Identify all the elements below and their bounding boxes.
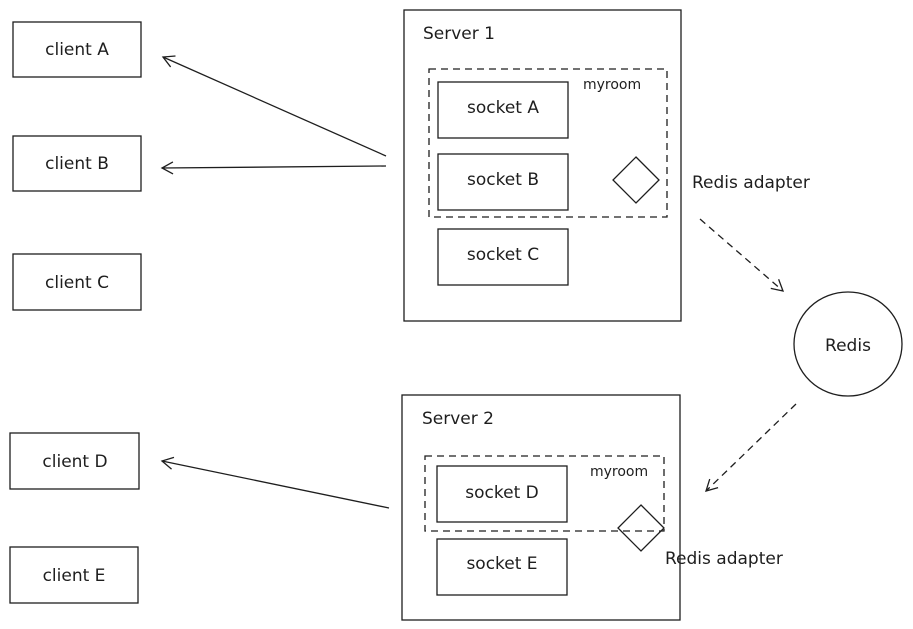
socket-e-label: socket E [466, 554, 537, 574]
socket-a-label: socket A [467, 98, 539, 118]
socket-a: socket A [437, 81, 569, 139]
server-1-room [428, 68, 668, 218]
server-2: Server 2 myroom socket D socket E [401, 394, 681, 621]
arrow-adapter-to-redis [699, 218, 785, 292]
client-b-label: client B [45, 154, 109, 174]
redis-label: Redis [825, 336, 871, 356]
server-1-adapter-diamond [612, 156, 660, 204]
client-a-label: client A [45, 40, 109, 60]
client-d: client D [9, 432, 140, 490]
client-e-label: client E [43, 566, 106, 586]
server-1: Server 1 myroom socket A socket B socket… [403, 9, 682, 322]
socket-d-label: socket D [465, 483, 538, 503]
arrow-redis-to-adapter [705, 403, 797, 492]
socket-c: socket C [437, 228, 569, 286]
server-2-room [424, 455, 665, 532]
redis-node: Redis [793, 291, 903, 397]
server-2-adapter-label: Redis adapter [665, 549, 783, 569]
client-d-label: client D [42, 452, 107, 472]
client-c-label: client C [45, 273, 109, 293]
arrow-server2-to-client-d [160, 456, 390, 509]
socket-b: socket B [437, 153, 569, 211]
client-e: client E [9, 546, 139, 604]
socket-d: socket D [436, 465, 568, 523]
server-2-title: Server 2 [422, 409, 494, 429]
server-1-adapter-label: Redis adapter [692, 173, 810, 193]
socket-e: socket E [436, 538, 568, 596]
server-2-adapter-diamond [617, 504, 665, 552]
server-1-room-label: myroom [583, 77, 641, 93]
server-1-title: Server 1 [423, 24, 495, 44]
socket-c-label: socket C [467, 245, 539, 265]
client-c: client C [12, 253, 142, 311]
arrow-server1-to-client-a [161, 55, 387, 157]
client-a: client A [12, 21, 142, 78]
arrow-server1-to-client-b [160, 161, 387, 175]
client-b: client B [12, 135, 142, 192]
socket-b-label: socket B [467, 170, 539, 190]
server-2-room-label: myroom [590, 464, 648, 480]
